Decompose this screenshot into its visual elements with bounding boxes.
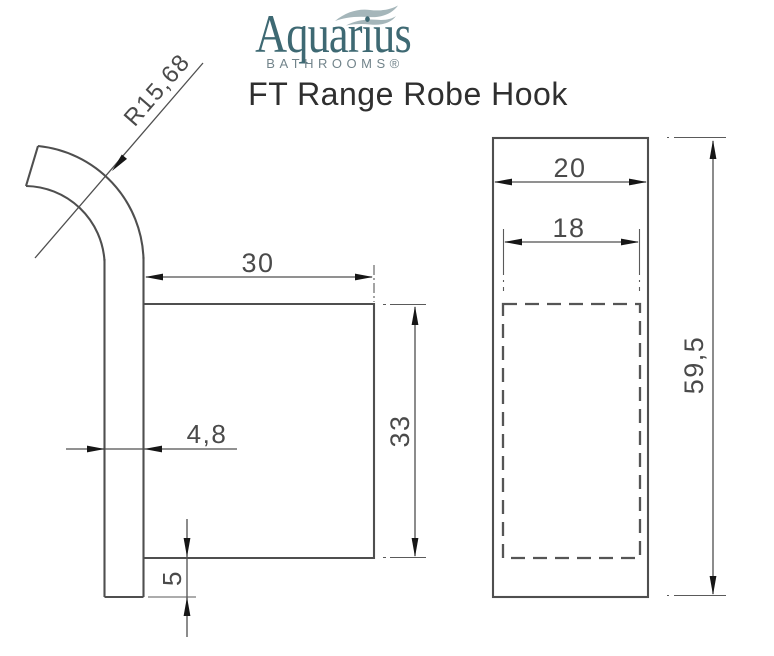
dim-30-arrow-right <box>355 273 373 281</box>
hook-arc-inner <box>25 184 106 262</box>
dim-18-label: 18 <box>552 213 585 243</box>
body-square <box>143 302 376 560</box>
aquarius-wave-icon <box>335 5 398 26</box>
dim-18-arrow-right <box>621 238 639 246</box>
hook-arc-outer <box>37 144 145 260</box>
dim-48-label: 4,8 <box>187 419 228 449</box>
dim-30-label: 30 <box>241 248 274 278</box>
dim-30-arrow-left <box>145 273 163 281</box>
brand-subtitle: BATHROOMS® <box>266 56 404 71</box>
dim-48-arrow-right <box>144 445 162 453</box>
dim-5-label: 5 <box>157 570 187 586</box>
dim-595-arrow-top <box>709 140 717 159</box>
dim-20-arrow-right <box>629 178 647 186</box>
dim-595-label: 59,5 <box>679 336 709 395</box>
dim-33-label: 33 <box>385 414 415 447</box>
brand-wordmark: Aquarius <box>255 4 412 64</box>
dim-20-arrow-left <box>494 178 512 186</box>
front-outer-rect <box>491 136 650 599</box>
dim-33-arrow-top <box>411 306 419 325</box>
dim-33-arrow-bottom <box>411 538 419 557</box>
dim-20-label: 20 <box>553 153 586 183</box>
dim-18-arrow-left <box>504 238 522 246</box>
side-view-drawing: R15,68 30 33 4,8 5 <box>24 49 426 637</box>
dim-48-arrow-left <box>87 445 105 453</box>
page-title: FT Range Robe Hook <box>248 76 568 112</box>
front-inner-dashed-rect <box>501 302 642 560</box>
dim-595-arrow-bottom <box>709 576 717 595</box>
dim-5-arrow-down <box>183 538 191 557</box>
dim-radius-label: R15,68 <box>119 49 196 132</box>
radius-arrowhead <box>112 154 127 171</box>
front-view-drawing: 20 18 59,5 <box>491 136 726 599</box>
dim-5-arrow-up <box>183 597 191 616</box>
hook-end-cap <box>24 145 40 187</box>
